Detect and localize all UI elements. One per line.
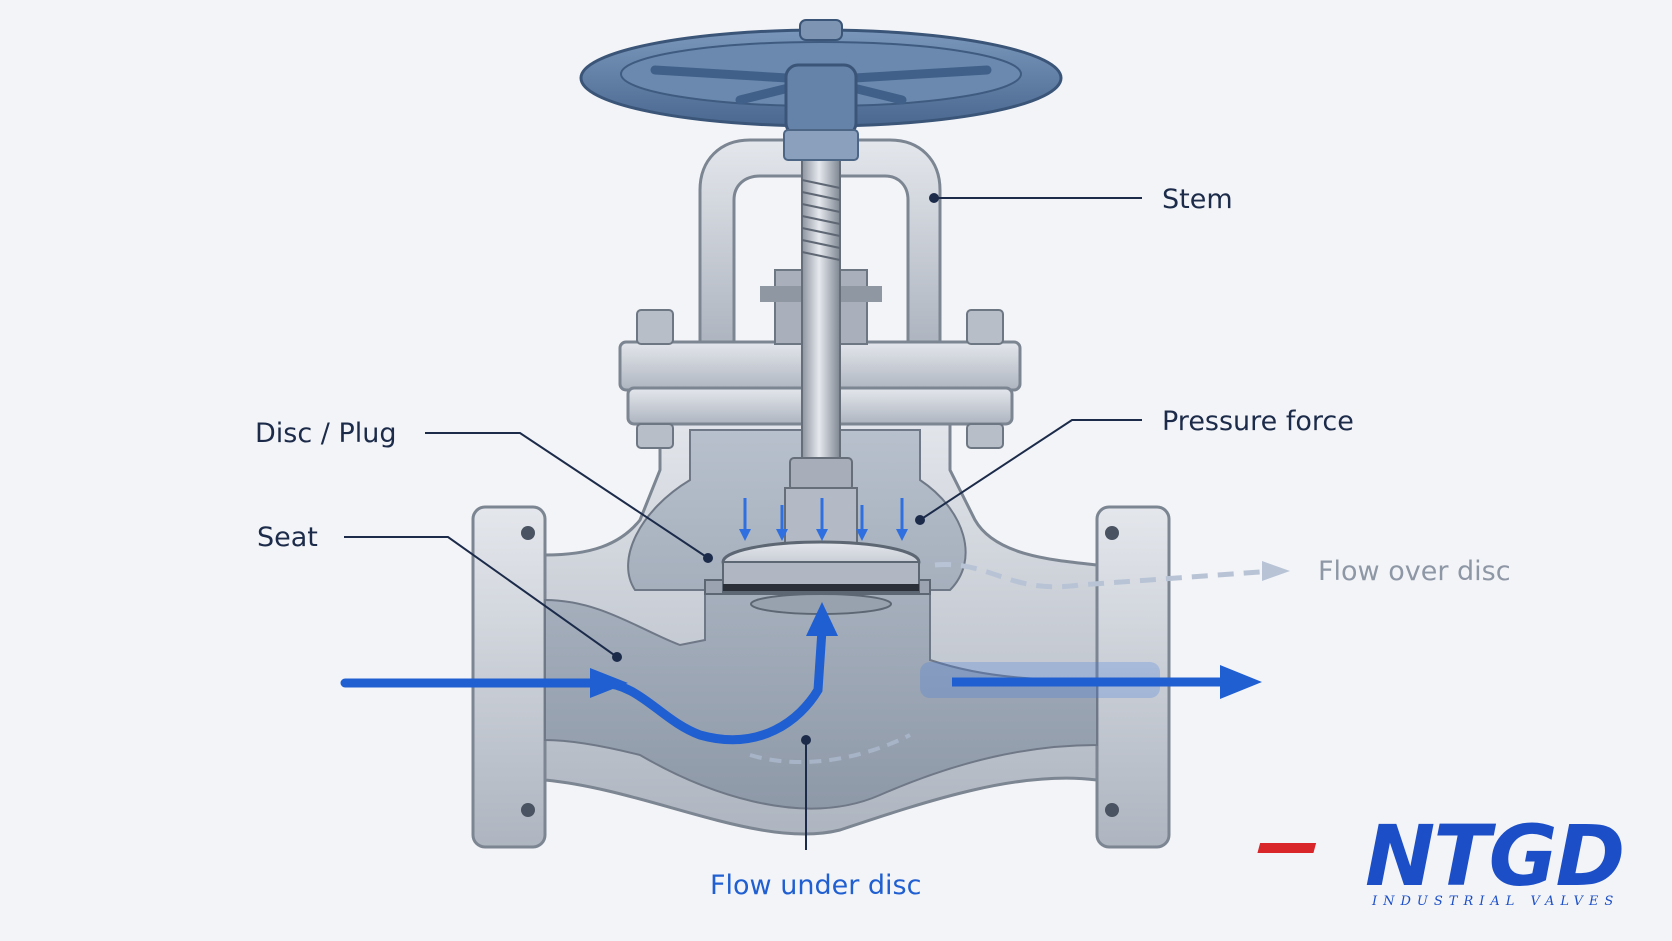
flow-up-arrowhead <box>806 602 838 636</box>
label-flow-under-disc: Flow under disc <box>710 870 921 901</box>
label-disc-plug: Disc / Plug <box>255 418 397 449</box>
label-stem: Stem <box>1162 184 1233 215</box>
flow-outlet-arrowhead <box>1220 665 1262 699</box>
leader-pressure-force <box>919 419 1142 521</box>
leader-disc-plug <box>425 432 709 559</box>
handwheel <box>579 19 1063 161</box>
flow-arrows <box>340 561 1290 765</box>
valve-stem <box>789 109 853 491</box>
flow-inlet-arrow <box>340 625 827 745</box>
flow-inlet-arrowhead <box>590 668 628 698</box>
logo-brand: NTGD <box>1365 807 1623 905</box>
label-flow-over-disc: Flow over disc <box>1318 556 1511 587</box>
flow-under-dashed <box>749 733 911 765</box>
label-seat: Seat <box>257 522 318 553</box>
flow-over-disc-arrow <box>934 562 1261 590</box>
label-pressure-force: Pressure force <box>1162 406 1354 437</box>
disc-plug <box>721 487 921 615</box>
logo-subtitle: INDUSTRIAL VALVES <box>1371 894 1619 909</box>
leader-dots <box>612 193 939 745</box>
leader-seat <box>344 536 618 658</box>
logo-red-accent <box>1257 843 1317 853</box>
leader-lines <box>344 197 1142 850</box>
pressure-force-arrows <box>739 498 908 541</box>
flow-over-disc-arrowhead <box>1262 561 1290 581</box>
ntgd-logo: NTGD INDUSTRIAL VALVES <box>1257 807 1625 909</box>
